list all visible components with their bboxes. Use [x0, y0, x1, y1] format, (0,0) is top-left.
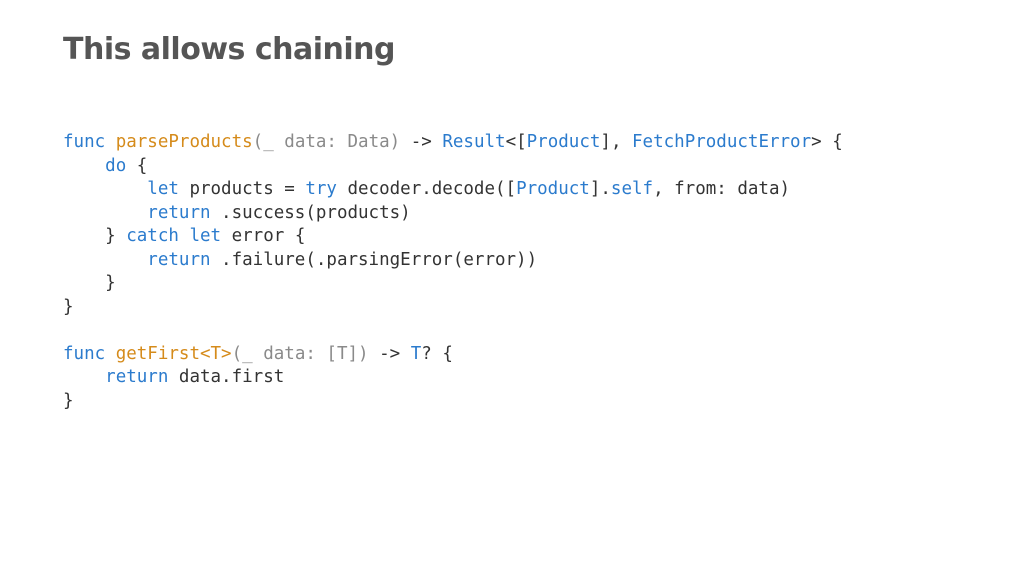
code-token: Product: [526, 132, 601, 152]
code-token: func: [63, 132, 106, 152]
code-token: let: [147, 179, 179, 199]
code-token: {: [126, 155, 148, 176]
code-token: let: [189, 226, 222, 246]
code-token: .failure(.parsingError(error)): [210, 249, 538, 270]
code-token: return: [105, 367, 169, 387]
code-token: [63, 250, 147, 270]
code-token: [63, 156, 105, 176]
code-token: Product: [516, 179, 590, 199]
code-token: self: [610, 179, 654, 199]
code-line: do {: [63, 155, 843, 179]
code-token: }: [63, 273, 116, 293]
code-line: func getFirst<T>(_ data: [T]) -> T? {: [63, 343, 843, 367]
code-token: try: [305, 179, 337, 199]
code-token: , from: data): [653, 179, 791, 199]
code-token: Result: [442, 132, 506, 152]
code-token: .success(products): [210, 202, 411, 223]
code-token: }: [63, 296, 74, 317]
code-token: return: [147, 202, 211, 223]
code-token: (_ data: Data): [252, 132, 401, 152]
code-token: [63, 367, 105, 387]
code-token: > {: [811, 132, 843, 152]
code-token: [63, 179, 147, 199]
code-token: catch: [126, 226, 179, 246]
code-block-gap: [63, 319, 843, 343]
code-token: [105, 132, 116, 152]
code-line: }: [63, 390, 843, 414]
code-token: return: [147, 249, 211, 270]
code-line: let products = try decoder.decode([Produ…: [63, 178, 843, 202]
code-token: do: [105, 155, 127, 176]
code-token: ? {: [421, 343, 453, 364]
slide-title: This allows chaining: [63, 32, 395, 67]
code-token: func: [63, 343, 106, 364]
code-line: return data.first: [63, 366, 843, 390]
code-token: decoder.decode([: [336, 179, 517, 199]
code-token: [179, 226, 190, 246]
code-line: }: [63, 272, 843, 296]
code-token: data.first: [168, 367, 285, 387]
code-token: }: [63, 390, 74, 411]
code-token: ],: [600, 132, 633, 152]
code-token: [105, 344, 116, 364]
code-line: return .success(products): [63, 202, 843, 226]
code-token: }: [63, 226, 127, 246]
code-token: FetchProductError: [632, 132, 812, 152]
code-token: error {: [221, 226, 306, 246]
code-token: getFirst<T>: [115, 343, 232, 364]
code-line: } catch let error {: [63, 225, 843, 249]
code-token: parseProducts: [115, 132, 253, 152]
code-token: T: [410, 343, 422, 364]
code-line: return .failure(.parsingError(error)): [63, 249, 843, 273]
code-token: ->: [400, 132, 443, 152]
code-token: (_ data: [T]): [231, 343, 369, 364]
code-token: products =: [178, 179, 306, 199]
code-token: ].: [589, 179, 611, 199]
code-listing: func parseProducts(_ data: Data) -> Resu…: [63, 131, 843, 413]
code-line: func parseProducts(_ data: Data) -> Resu…: [63, 131, 843, 155]
code-token: <[: [505, 132, 527, 152]
code-token: ->: [368, 343, 411, 364]
code-line: }: [63, 296, 843, 320]
code-token: [63, 203, 147, 223]
